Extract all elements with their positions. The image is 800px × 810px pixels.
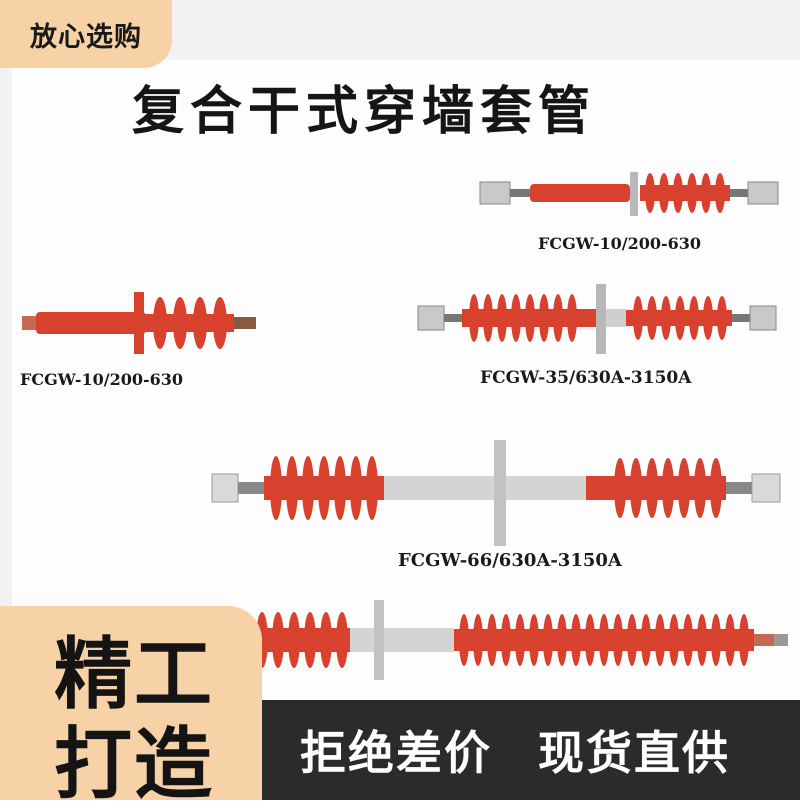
bushing-image-3 — [417, 284, 777, 354]
promo-badge-bottom: 精工 打造 — [0, 606, 262, 810]
product-title: 复合干式穿墙套管 — [132, 81, 597, 142]
bushing-label-2: FCGW-10/200-630 — [20, 370, 184, 389]
promo-badge-top: 放心选购 — [0, 0, 172, 68]
promo-banner: 拒绝差价 现货直供 — [262, 700, 800, 800]
bushing-label-1: FCGW-10/200-630 — [538, 234, 702, 253]
bushing-image-5 — [250, 600, 788, 680]
bushing-image-2 — [22, 292, 256, 354]
promo-banner-left-text: 拒绝差价 — [300, 726, 492, 780]
promo-banner-right-text: 现货直供 — [538, 726, 730, 780]
promo-badge-bottom-text: 精工 打造 — [54, 630, 224, 810]
bushing-image-4 — [211, 440, 781, 546]
bushing-label-4: FCGW-66/630A-3150A — [398, 550, 622, 571]
promo-badge-line-1: 精工 — [54, 630, 215, 720]
promo-badge-line-2: 打造 — [54, 720, 215, 810]
image-frame-left — [0, 0, 12, 800]
bushing-image-1 — [479, 172, 779, 216]
bushing-label-3: FCGW-35/630A-3150A — [480, 368, 692, 388]
promo-badge-top-text: 放心选购 — [30, 21, 142, 53]
